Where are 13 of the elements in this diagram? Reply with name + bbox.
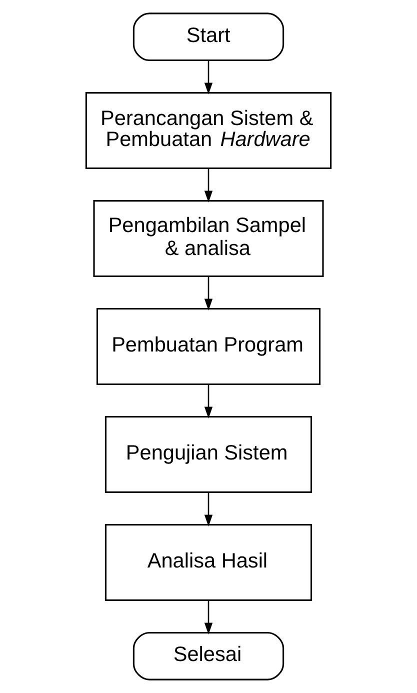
node-box: Selesai bbox=[132, 632, 284, 680]
arrow bbox=[204, 168, 213, 203]
arrow bbox=[204, 600, 213, 634]
node-box: Pengujian Sistem bbox=[104, 416, 312, 493]
node-box: Pengambilan Sampel & analisa bbox=[93, 200, 324, 278]
node-box: Perancangan Sistem & Pembuatan Hardware bbox=[85, 92, 332, 170]
node-box: Analisa Hasil bbox=[104, 524, 312, 601]
node-box: Start bbox=[132, 12, 284, 62]
arrow bbox=[204, 492, 213, 526]
node-box: Pembuatan Program bbox=[96, 308, 321, 385]
arrow bbox=[204, 384, 213, 418]
arrow bbox=[204, 276, 213, 310]
arrow bbox=[204, 60, 213, 94]
